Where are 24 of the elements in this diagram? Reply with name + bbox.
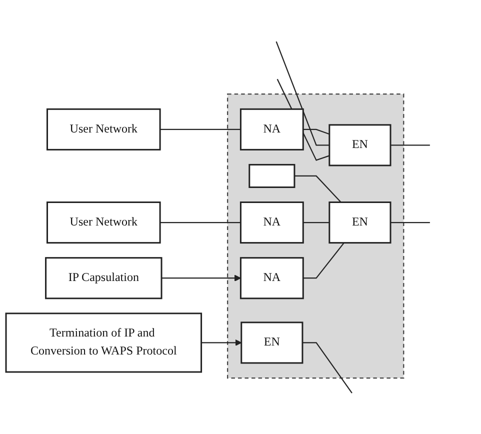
node-box: User Network — [46, 201, 161, 244]
node-box: NA — [240, 108, 304, 150]
connector — [390, 144, 430, 146]
node-box: NA — [240, 256, 304, 299]
connector — [160, 222, 241, 223]
node-box — [248, 164, 296, 188]
arrow — [162, 274, 241, 282]
node-box: EN — [328, 124, 392, 166]
connector — [390, 222, 430, 223]
cluster — [227, 93, 404, 378]
connector — [303, 242, 344, 278]
connector — [302, 342, 352, 394]
connector — [303, 222, 330, 223]
node-box: NA — [240, 201, 304, 244]
connector — [303, 128, 330, 134]
node-box: IP Capsulation — [45, 256, 162, 299]
node-box: User Network — [46, 108, 161, 150]
connector — [160, 128, 241, 130]
connector — [276, 41, 330, 146]
connector — [294, 175, 342, 202]
node-box: EN — [240, 321, 304, 364]
node-box: Termination of IP and Conversion to WAPS Protocol — [5, 312, 202, 372]
node-box: EN — [328, 201, 392, 244]
arrow — [201, 339, 242, 346]
